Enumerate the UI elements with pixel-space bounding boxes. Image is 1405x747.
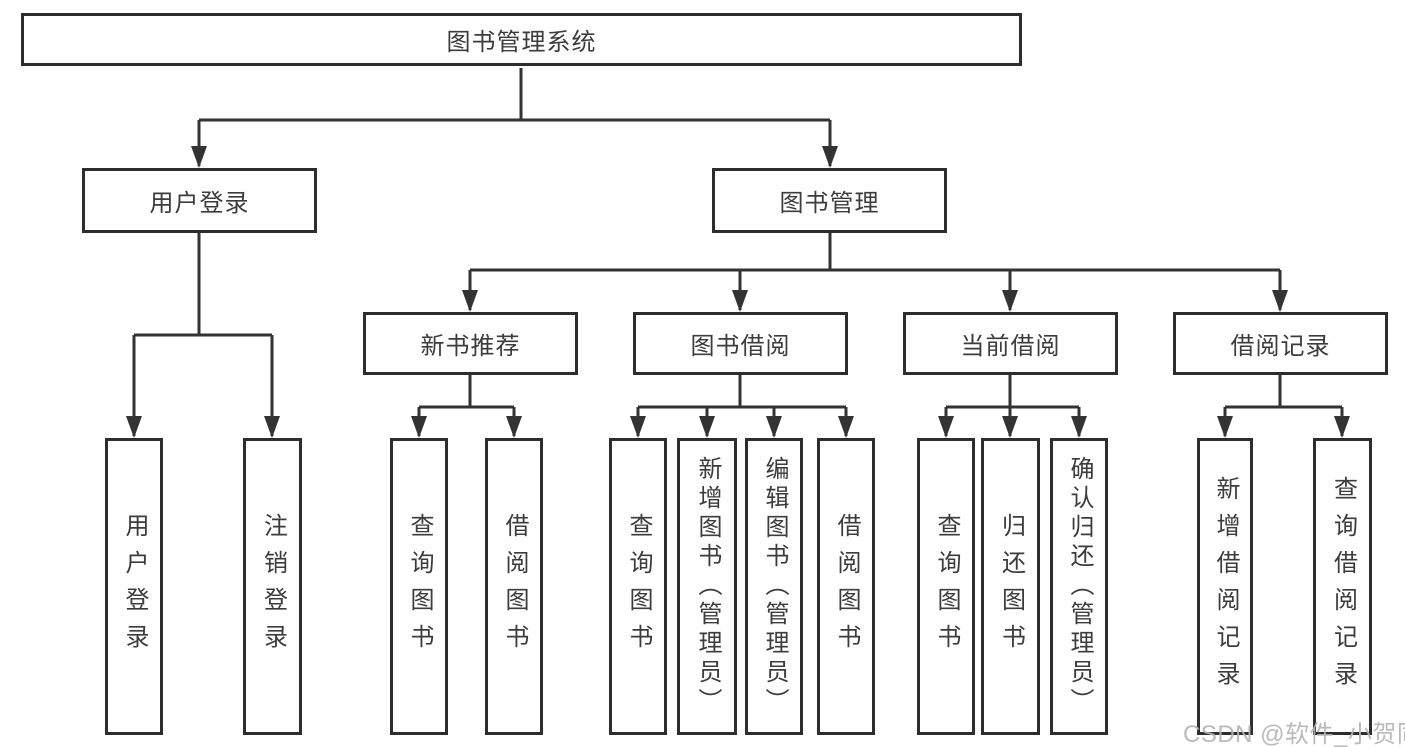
node-root: 图书管理系统	[21, 13, 1022, 66]
leaf-add-books-admin-label: 新增图书（管理员）	[694, 456, 721, 717]
leaf-borrow-books-under-recommend: 借阅图书	[485, 438, 543, 735]
leaf-query-books-label: 查询图书	[625, 512, 652, 661]
leaf-borrow-books-label: 借阅图书	[501, 512, 528, 661]
leaf-confirm-return-admin-label: 确认归还（管理员）	[1066, 456, 1093, 717]
leaf-return-books-label: 归还图书	[997, 512, 1025, 661]
node-user-login: 用户登录	[82, 168, 317, 233]
csdn-watermark: CSDN @软件_小贺同学	[1183, 721, 1405, 747]
node-book-borrowing-label: 图书借阅	[690, 333, 791, 360]
leaf-borrow-books-under-borrowing: 借阅图书	[817, 438, 875, 735]
leaf-borrow-books-label: 借阅图书	[833, 512, 860, 661]
arrowhead	[630, 416, 646, 438]
leaf-query-books-label: 查询图书	[933, 512, 960, 661]
leaf-edit-books-admin: 编辑图书（管理员）	[745, 438, 803, 735]
leaf-add-borrow-record: 新增借阅记录	[1197, 438, 1253, 735]
leaf-logout: 注销登录	[243, 438, 302, 735]
leaf-add-borrow-record-label: 新增借阅记录	[1212, 475, 1239, 698]
leaf-return-books: 归还图书	[981, 438, 1040, 735]
arrowhead	[822, 146, 838, 168]
leaf-query-books-under-current: 查询图书	[917, 438, 975, 735]
node-book-borrowing: 图书借阅	[633, 312, 848, 375]
leaf-query-books-label: 查询图书	[406, 512, 433, 661]
arrowhead	[1002, 416, 1018, 438]
node-current-borrowing: 当前借阅	[903, 312, 1118, 375]
arrowhead	[1071, 416, 1087, 438]
arrowhead	[938, 416, 954, 438]
leaf-edit-books-admin-label: 编辑图书（管理员）	[761, 456, 788, 717]
arrowhead	[732, 290, 748, 312]
arrowhead	[506, 416, 522, 438]
arrowhead	[462, 290, 478, 312]
node-new-book-recommend: 新书推荐	[363, 312, 578, 375]
node-borrow-records: 借阅记录	[1173, 312, 1388, 375]
arrowhead	[838, 416, 854, 438]
arrowhead	[1217, 416, 1233, 438]
arrowhead	[191, 146, 207, 168]
node-user-login-label: 用户登录	[149, 190, 250, 217]
arrowhead	[1002, 290, 1018, 312]
arrowhead	[699, 416, 715, 438]
leaf-query-books-under-borrowing: 查询图书	[609, 438, 667, 735]
leaf-user-login: 用户登录	[105, 438, 163, 735]
tree-edges	[132, 68, 1344, 436]
arrowhead	[1334, 416, 1350, 438]
arrowhead	[264, 416, 280, 438]
node-new-book-recommend-label: 新书推荐	[420, 333, 521, 360]
leaf-query-borrow-record-label: 查询借阅记录	[1329, 475, 1357, 698]
leaf-add-books-admin: 新增图书（管理员）	[677, 438, 737, 735]
arrowhead	[1272, 290, 1288, 312]
arrowhead	[766, 416, 782, 438]
leaf-query-borrow-record: 查询借阅记录	[1313, 438, 1372, 735]
leaf-logout-label: 注销登录	[259, 512, 287, 661]
node-current-borrowing-label: 当前借阅	[960, 333, 1061, 360]
leaf-confirm-return-admin: 确认归还（管理员）	[1050, 438, 1108, 735]
node-book-management-label: 图书管理	[779, 190, 880, 217]
node-book-management: 图书管理	[712, 168, 947, 233]
arrowhead	[411, 416, 427, 438]
arrowhead	[126, 416, 142, 438]
node-borrow-records-label: 借阅记录	[1230, 333, 1331, 360]
leaf-user-login-label: 用户登录	[121, 512, 148, 661]
leaf-query-books-under-recommend: 查询图书	[390, 438, 448, 735]
node-root-label: 图书管理系统	[446, 29, 597, 56]
